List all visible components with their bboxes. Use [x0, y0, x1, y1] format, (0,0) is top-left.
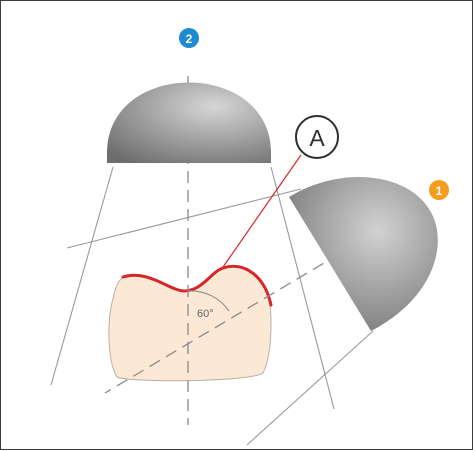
callout-leader [222, 154, 302, 268]
tooth-body [108, 265, 272, 382]
marker-1-badge [429, 180, 449, 200]
callout-a-label: A [309, 125, 325, 151]
projection-line-1-lower [246, 330, 374, 446]
marker-2-label: 2 [186, 32, 193, 46]
dome-1 [289, 176, 438, 331]
marker-1-label: 1 [436, 184, 443, 198]
projection-line-2-left [50, 166, 114, 386]
callout-a-circle [295, 115, 339, 159]
angle-label: 60° [197, 308, 214, 320]
dome-2 [107, 82, 271, 163]
projection-line-1-upper [66, 188, 302, 249]
angle-arc [187, 290, 230, 312]
projection-line-2-right [270, 166, 335, 410]
occlusal-curve [121, 265, 273, 307]
marker-2-badge [179, 28, 199, 48]
